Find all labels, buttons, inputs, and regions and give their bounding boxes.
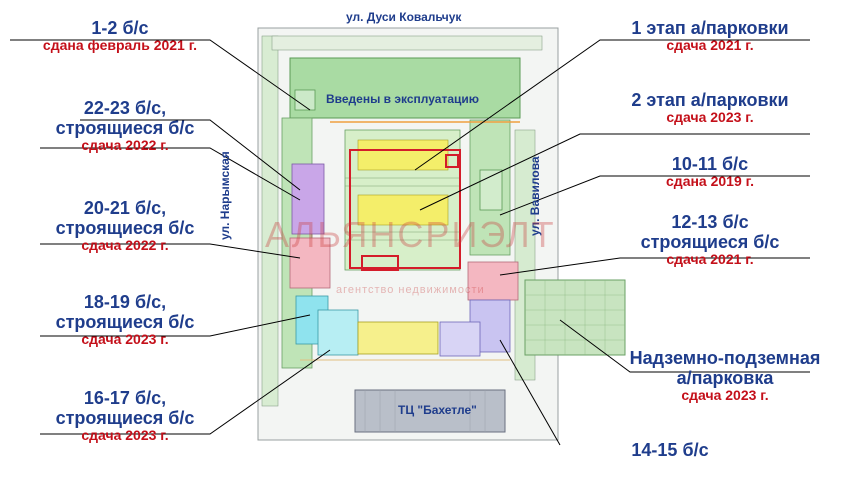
label-b16-17-title2: строящиеся б/с	[55, 408, 195, 429]
leader-parking	[559, 319, 810, 373]
leader-22-23	[80, 119, 301, 191]
label-park1-status: сдача 2021 г.	[666, 37, 754, 54]
leader-18-19	[40, 314, 311, 337]
label-parking-under: Надземно-подземная а/парковка сдача 2023…	[610, 348, 840, 404]
leader-14-15	[499, 339, 561, 446]
label-parking-under-title2: а/парковка	[676, 368, 774, 389]
stage-marker-2	[361, 255, 399, 271]
leader-16-17	[40, 349, 331, 435]
label-b12-13-title: 12-13 б/с	[671, 212, 749, 232]
label-b10-11-status: сдана 2019 г.	[666, 173, 754, 190]
label-b1-2-status: сдана февраль 2021 г.	[42, 37, 198, 54]
street-west-label: ул. Нарымская	[218, 151, 232, 240]
label-b12-13-status: сдача 2021 г.	[666, 251, 754, 268]
label-b18-19-title: 18-19 б/с,	[83, 292, 167, 312]
stage-outline	[349, 149, 461, 269]
label-b20-21-title2: строящиеся б/с	[55, 218, 195, 239]
block-14-15-b	[439, 321, 481, 357]
parking-stage-1	[357, 139, 449, 171]
label-b14-15-title: 14-15 б/с	[631, 440, 709, 460]
block-16-17	[317, 309, 359, 356]
label-b20-21-status: сдача 2022 г.	[81, 237, 169, 254]
label-b18-19-title2: строящиеся б/с	[55, 312, 195, 333]
label-b22-23: 22-23 б/с, строящиеся б/с сдача 2022 г.	[40, 98, 210, 154]
label-b12-13: 12-13 б/с строящиеся б/с сдача 2021 г.	[610, 212, 810, 268]
label-b18-19-status: сдача 2023 г.	[81, 331, 169, 348]
commissioned-label: Введены в эксплуатацию	[326, 92, 479, 106]
label-park1: 1 этап а/парковки сдача 2021 г.	[610, 18, 810, 54]
north-strip	[271, 35, 543, 51]
label-b22-23-title: 22-23 б/с,	[83, 98, 167, 118]
label-park2: 2 этап а/парковки сдача 2023 г.	[610, 90, 810, 126]
block-south-yellow	[357, 321, 439, 355]
block-20-21	[289, 237, 331, 289]
label-park2-title: 2 этап а/парковки	[631, 90, 789, 110]
parking-grid	[345, 177, 460, 241]
commissioned-area	[289, 57, 521, 119]
block-12-13	[467, 261, 519, 301]
label-b10-11-title: 10-11 б/с	[671, 154, 749, 174]
leader-10-11	[499, 175, 810, 216]
label-park1-title: 1 этап а/парковки	[631, 18, 789, 38]
label-b14-15: 14-15 б/с	[610, 440, 730, 460]
label-b20-21-title: 20-21 б/с,	[83, 198, 167, 218]
watermark-sub: агентство недвижимости	[336, 284, 485, 296]
label-b16-17-title: 16-17 б/с,	[83, 388, 167, 408]
mall-hatching	[364, 390, 486, 432]
parking-stage-2	[357, 194, 449, 226]
label-b12-13-title2: строящиеся б/с	[640, 232, 780, 253]
underground-parking-grid	[525, 280, 625, 355]
leader-20-21	[40, 243, 301, 259]
leader-park2	[419, 133, 810, 211]
label-b18-19: 18-19 б/с, строящиеся б/с сдача 2023 г.	[40, 292, 210, 348]
west-strip	[261, 35, 279, 407]
leader-lines	[10, 39, 810, 446]
label-parking-under-title: Надземно-подземная	[629, 348, 821, 368]
leader-1-2	[10, 39, 311, 111]
block-10-11	[479, 169, 503, 211]
label-b20-21: 20-21 б/с, строящиеся б/с сдача 2022 г.	[40, 198, 210, 254]
label-b16-17: 16-17 б/с, строящиеся б/с сдача 2023 г.	[40, 388, 210, 444]
label-b1-2: 1-2 б/с сдана февраль 2021 г.	[20, 18, 220, 54]
label-park2-status: сдача 2023 г.	[666, 109, 754, 126]
label-b22-23-status: сдача 2022 г.	[81, 137, 169, 154]
leader-park1	[414, 39, 810, 171]
label-b16-17-status: сдача 2023 г.	[81, 427, 169, 444]
label-parking-under-status: сдача 2023 г.	[681, 387, 769, 404]
label-b22-23-title2: строящиеся б/с	[55, 118, 195, 139]
label-b1-2-title: 1-2 б/с	[91, 18, 149, 38]
mall-label: ТЦ "Бахетле"	[398, 403, 477, 417]
leader-12-13	[499, 257, 810, 276]
underground-parking	[524, 279, 626, 356]
watermark-name: АЛЬЯНСРИЭЛТ	[265, 214, 556, 255]
green-east-column	[469, 119, 511, 256]
label-b10-11: 10-11 б/с сдана 2019 г.	[610, 154, 810, 190]
street-north-label: ул. Дуси Ковальчук	[346, 10, 462, 24]
stage-marker	[445, 154, 459, 168]
